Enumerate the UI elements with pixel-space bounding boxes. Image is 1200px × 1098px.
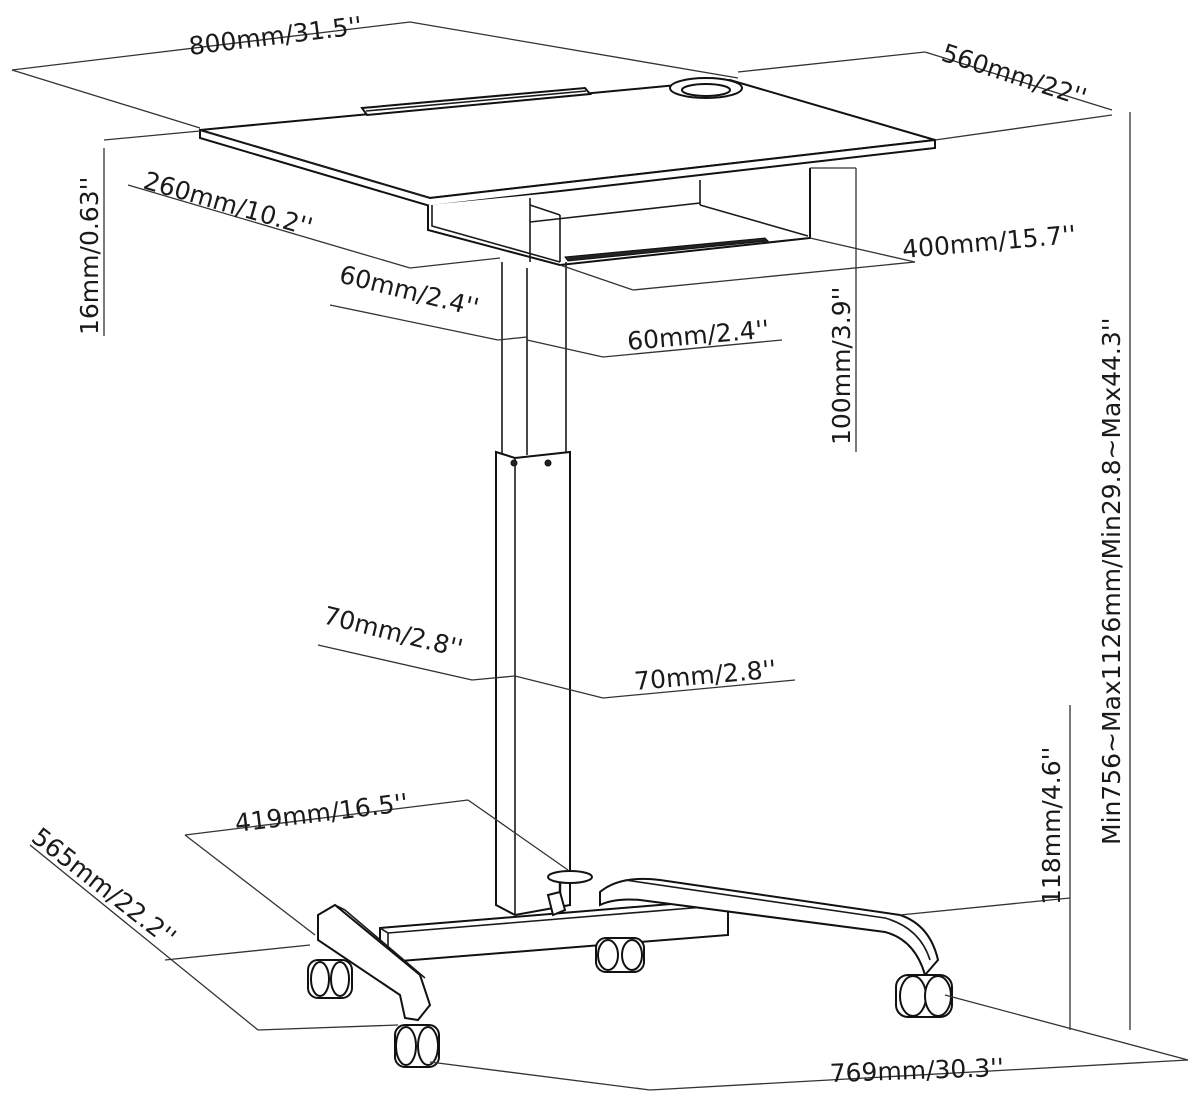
label-pedal-length: 419mm/16.5''	[233, 788, 410, 838]
dimension-lines	[11, 21, 1189, 1091]
label-top-depth: 560mm/22''	[938, 38, 1090, 112]
lower-column	[495, 450, 571, 917]
label-lower-column-a: 70mm/2.8''	[321, 601, 466, 664]
label-base-length: 769mm/30.3''	[829, 1053, 1004, 1088]
caster-front-left	[307, 959, 353, 999]
caster-middle	[595, 937, 645, 973]
upper-column	[501, 262, 567, 455]
base	[317, 877, 940, 1022]
caster-back-left	[394, 1024, 440, 1068]
label-upper-column-b: 60mm/2.4''	[626, 315, 770, 356]
label-frame-width: 400mm/15.7''	[901, 220, 1077, 264]
base-left-foot	[317, 903, 432, 1022]
label-top-thickness: 16mm/0.63''	[75, 177, 104, 335]
label-base-width: 565mm/22.2''	[26, 822, 181, 952]
under-frame	[427, 168, 811, 267]
pedal-lever	[546, 870, 593, 917]
label-frame-height: 100mm/3.9''	[827, 287, 856, 445]
label-upper-column-a: 60mm/2.4''	[337, 260, 482, 323]
label-base-height: 118mm/4.6''	[1037, 747, 1066, 905]
label-total-height: Min756~Max1126mm/Min29.8~Max44.3''	[1097, 317, 1126, 845]
base-right-foot	[599, 877, 940, 978]
desk-top	[199, 77, 936, 208]
label-lower-column-b: 70mm/2.8''	[633, 655, 777, 696]
label-frame-depth: 260mm/10.2''	[140, 166, 316, 242]
frame-slot	[564, 237, 770, 262]
caster-right	[895, 974, 953, 1018]
label-top-width: 800mm/31.5''	[187, 11, 364, 61]
